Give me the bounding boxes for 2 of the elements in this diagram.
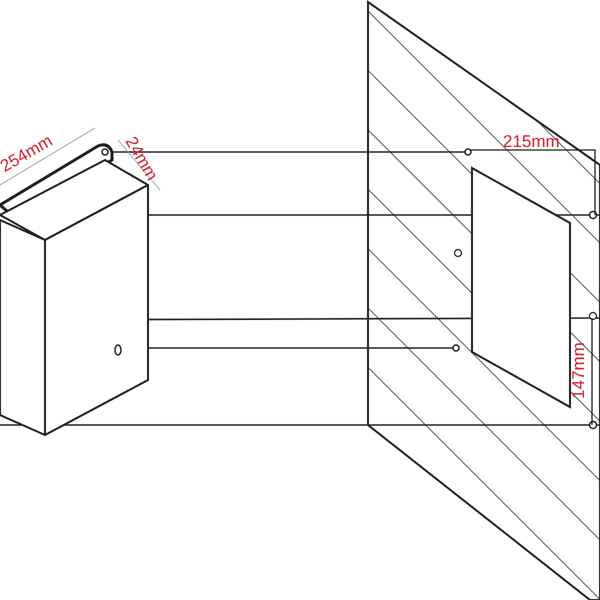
dimension-label: 215mm bbox=[503, 133, 560, 150]
dimension-label: 147mm bbox=[570, 342, 587, 399]
